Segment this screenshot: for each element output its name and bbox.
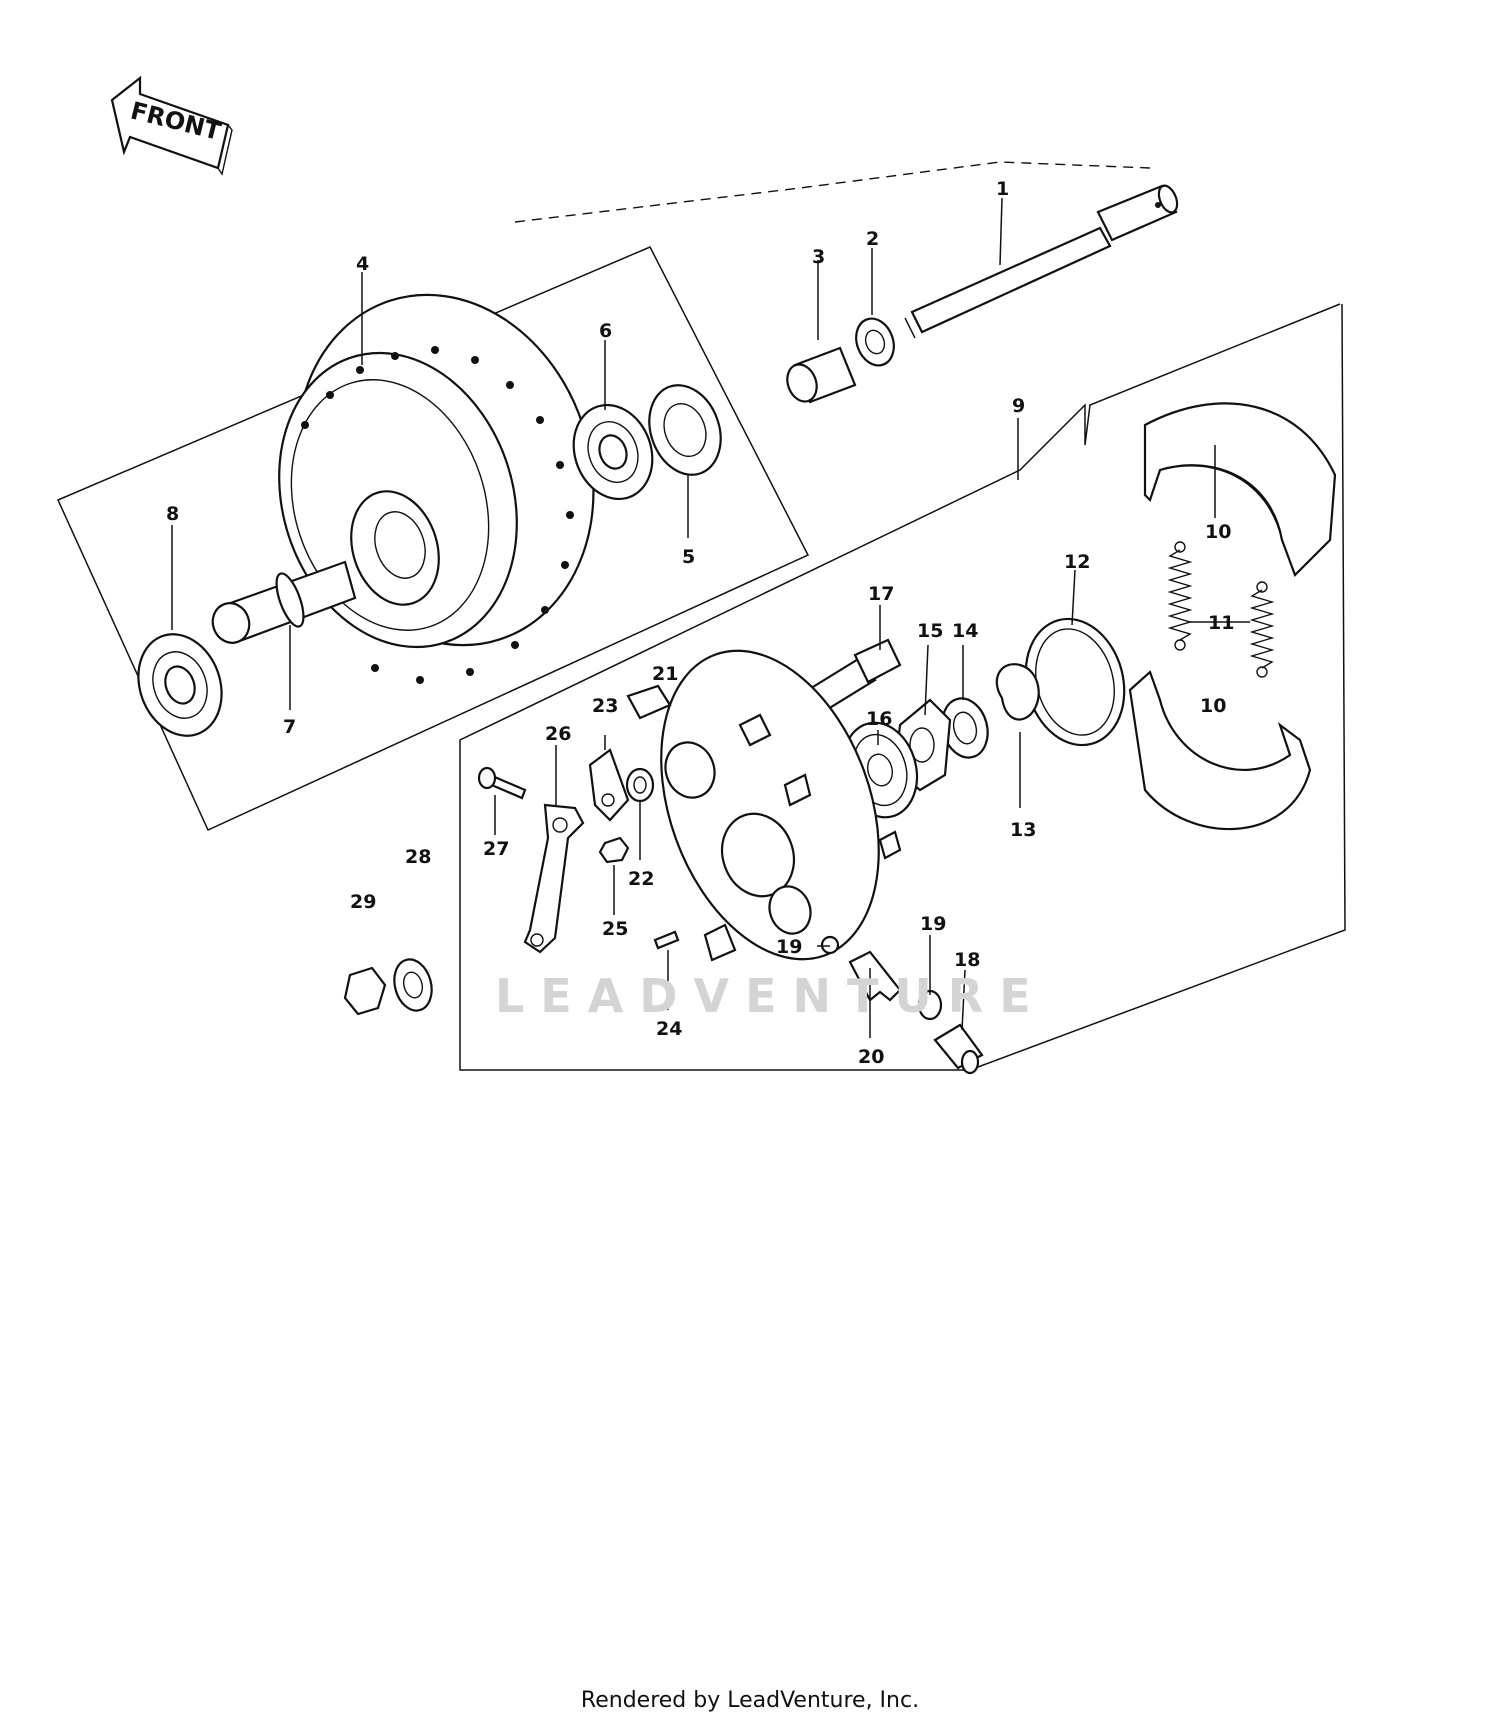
callout-11: 11 — [1208, 612, 1234, 634]
bolt-27 — [477, 766, 527, 800]
callout-24: 24 — [656, 1018, 682, 1040]
callout-4: 4 — [356, 253, 369, 275]
spring-11a — [1167, 541, 1193, 651]
callout-12: 12 — [1064, 551, 1090, 573]
axle-1 — [904, 184, 1179, 339]
washer-14 — [941, 697, 989, 759]
leader-lines — [171, 197, 1250, 1038]
callout-15: 15 — [917, 620, 943, 642]
callout-28: 28 — [405, 846, 431, 868]
brake-shoe-upper — [1143, 402, 1337, 577]
cam-lever-26 — [523, 803, 585, 954]
callout-7: 7 — [283, 716, 296, 738]
seal-ring-12 — [1024, 617, 1126, 747]
washer-22 — [625, 767, 655, 803]
brake-panel — [660, 649, 902, 962]
callout-23: 23 — [592, 695, 618, 717]
watermark: LEADVENTURE — [495, 969, 1047, 1023]
callout-6: 6 — [599, 320, 612, 342]
front-arrow-icon: FRONT — [110, 75, 233, 176]
callout-21: 21 — [652, 663, 678, 685]
callout-3: 3 — [812, 246, 825, 268]
axle-guide-line — [514, 161, 1151, 223]
brake-group-outline — [459, 303, 1346, 1071]
bearing-6 — [572, 403, 654, 501]
callout-labels: 1 2 3 4 5 6 7 8 9 10 10 11 12 13 14 15 1… — [166, 178, 1234, 1068]
callout-16: 16 — [866, 708, 892, 730]
callout-1: 1 — [996, 178, 1009, 200]
pin-24 — [653, 930, 680, 950]
callout-5: 5 — [682, 546, 695, 568]
seal-21 — [626, 684, 672, 720]
bushing-18 — [933, 1023, 984, 1075]
callout-25: 25 — [602, 918, 628, 940]
callout-9: 9 — [1012, 395, 1025, 417]
nut-29 — [343, 966, 387, 1016]
callout-2: 2 — [866, 228, 879, 250]
callout-22: 22 — [628, 868, 654, 890]
callout-18: 18 — [954, 949, 980, 971]
callout-10-upper: 10 — [1205, 521, 1231, 543]
indicator-23 — [588, 748, 630, 822]
callout-13: 13 — [1010, 819, 1036, 841]
callout-26: 26 — [545, 723, 571, 745]
callout-10-lower: 10 — [1200, 695, 1226, 717]
brake-shoe-lower — [1128, 670, 1312, 831]
callout-17: 17 — [868, 583, 894, 605]
hub-spoke-holes — [301, 346, 574, 684]
callout-20: 20 — [858, 1046, 884, 1068]
washer-2 — [855, 317, 895, 367]
footer-credit: Rendered by LeadVenture, Inc. — [580, 1688, 920, 1713]
callout-14: 14 — [952, 620, 978, 642]
callout-19-panel: 19 — [776, 936, 802, 958]
nut-25 — [598, 836, 630, 864]
collar-3 — [786, 346, 857, 404]
spring-11b — [1249, 581, 1275, 678]
oil-seal-5 — [648, 384, 722, 476]
circlip-13 — [995, 663, 1040, 721]
washer-28 — [393, 958, 433, 1012]
callout-29: 29 — [350, 891, 376, 913]
spacer-7 — [211, 560, 357, 644]
bearing-8 — [137, 633, 223, 737]
callout-27: 27 — [483, 838, 509, 860]
callout-8: 8 — [166, 503, 179, 525]
callout-19-right: 19 — [920, 913, 946, 935]
